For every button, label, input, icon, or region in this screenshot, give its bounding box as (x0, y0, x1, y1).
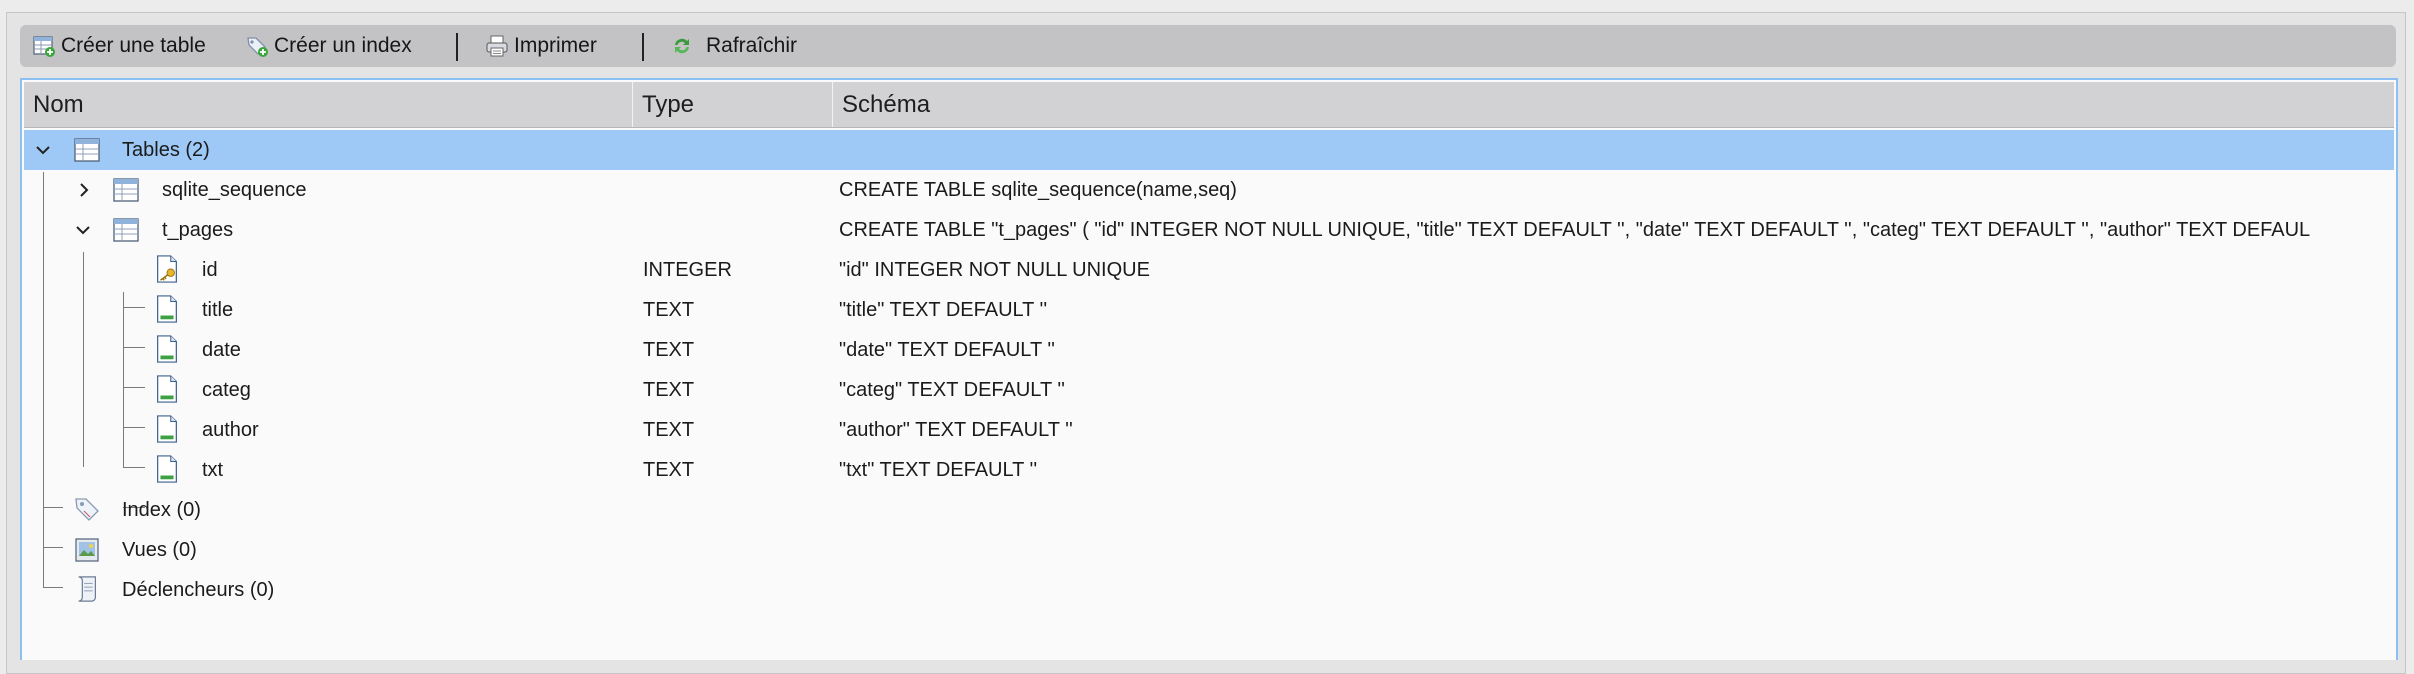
tree-connector (43, 547, 63, 548)
create-table-button[interactable]: Créer une table (32, 25, 206, 67)
tree-item-label: Index (0) (122, 499, 201, 521)
type-cell: TEXT (643, 339, 695, 361)
tree-connector (123, 347, 145, 348)
tree-connector (123, 467, 145, 468)
field-icon (157, 455, 177, 483)
tree-item-label: t_pages (162, 219, 234, 241)
tree-item-label: title (202, 299, 234, 321)
chevron-down-icon[interactable] (76, 223, 90, 237)
tree-item-label: txt (202, 459, 224, 481)
field-icon (157, 375, 177, 403)
tree-connector (123, 307, 145, 308)
column-header-schema[interactable]: Schéma (842, 91, 931, 118)
chevron-right-icon[interactable] (77, 183, 91, 197)
tree-connector (83, 252, 84, 467)
script-scroll-icon (78, 576, 97, 602)
tree-item-field[interactable]: categ TEXT "categ" TEXT DEFAULT '' (24, 370, 2394, 410)
refresh-label: Rafraîchir (706, 34, 798, 57)
tree-connector (123, 427, 145, 428)
view-icon (75, 538, 99, 562)
field-icon (157, 415, 177, 443)
print-button[interactable]: Imprimer (485, 25, 597, 67)
schema-cell: "txt" TEXT DEFAULT '' (839, 459, 1038, 481)
key-field-icon (157, 255, 177, 283)
schema-cell: "categ" TEXT DEFAULT '' (839, 379, 1065, 401)
tree-connector (43, 172, 44, 587)
create-index-label: Créer un index (274, 34, 412, 57)
tree-item-label: date (202, 339, 241, 361)
tree-connector (123, 387, 145, 388)
tree-connector (43, 587, 63, 588)
type-cell: INTEGER (643, 259, 732, 281)
schema-cell: CREATE TABLE "t_pages" ( "id" INTEGER NO… (839, 219, 2311, 241)
print-label: Imprimer (514, 34, 597, 57)
table-icon (113, 218, 139, 242)
tree-item-table[interactable]: sqlite_sequence CREATE TABLE sqlite_sequ… (24, 170, 2394, 210)
field-icon (157, 335, 177, 363)
tree-item-tables[interactable]: Tables (2) (24, 130, 2394, 170)
type-cell: TEXT (643, 419, 695, 441)
tree-item-label: author (202, 419, 259, 441)
table-icon (113, 178, 139, 202)
tree-item-label: id (202, 259, 218, 281)
tree-header: Nom Type Schéma (24, 82, 2394, 128)
type-cell: TEXT (643, 379, 695, 401)
type-cell: TEXT (643, 459, 695, 481)
column-header-name[interactable]: Nom (33, 91, 84, 118)
tree-connector (43, 507, 63, 508)
printer-icon (485, 34, 509, 58)
toolbar: Créer une table Créer un index Imprimer (20, 25, 2396, 67)
tree-connector (123, 292, 124, 467)
tree-item-index[interactable]: Index (0) (24, 490, 2394, 530)
tree-item-field[interactable]: author TEXT "author" TEXT DEFAULT '' (24, 410, 2394, 450)
tree-item-field[interactable]: txt TEXT "txt" TEXT DEFAULT '' (24, 450, 2394, 490)
tree-item-field[interactable]: date TEXT "date" TEXT DEFAULT '' (24, 330, 2394, 370)
schema-cell: "id" INTEGER NOT NULL UNIQUE (839, 259, 1150, 281)
column-divider[interactable] (632, 82, 633, 127)
field-icon (157, 295, 177, 323)
create-index-icon (245, 34, 269, 58)
schema-cell: CREATE TABLE sqlite_sequence(name,seq) (839, 179, 1237, 201)
tree-item-label: categ (202, 379, 251, 401)
toolbar-separator (456, 33, 458, 61)
tree-item-label: sqlite_sequence (162, 179, 307, 201)
schema-cell: "date" TEXT DEFAULT '' (839, 339, 1055, 361)
schema-tree-panel[interactable]: Nom Type Schéma Tables (2) (20, 78, 2398, 660)
tree-item-label: Vues (0) (122, 539, 197, 561)
refresh-icon (670, 34, 694, 58)
column-divider[interactable] (832, 82, 833, 127)
create-table-label: Créer une table (61, 34, 206, 57)
create-index-button[interactable]: Créer un index (245, 25, 412, 67)
tree-item-label: Tables (2) (122, 139, 210, 161)
tree-item-label: Déclencheurs (0) (122, 579, 275, 601)
schema-cell: "author" TEXT DEFAULT '' (839, 419, 1073, 441)
refresh-button[interactable]: Rafraîchir (670, 25, 797, 67)
chevron-down-icon[interactable] (36, 143, 50, 157)
tree-item-views[interactable]: Vues (0) (24, 530, 2394, 570)
create-table-icon (32, 34, 56, 58)
schema-cell: "title" TEXT DEFAULT '' (839, 299, 1048, 321)
tree-item-table[interactable]: t_pages CREATE TABLE "t_pages" ( "id" IN… (24, 210, 2394, 250)
type-cell: TEXT (643, 299, 695, 321)
tree-item-triggers[interactable]: Déclencheurs (0) (24, 570, 2394, 610)
table-icon (74, 138, 100, 162)
tree-item-field[interactable]: id INTEGER "id" INTEGER NOT NULL UNIQUE (24, 250, 2394, 290)
tree-connector (123, 507, 145, 508)
index-tag-icon (75, 498, 99, 521)
tree-item-field[interactable]: title TEXT "title" TEXT DEFAULT '' (24, 290, 2394, 330)
column-header-type[interactable]: Type (642, 91, 695, 118)
toolbar-separator (642, 33, 644, 61)
